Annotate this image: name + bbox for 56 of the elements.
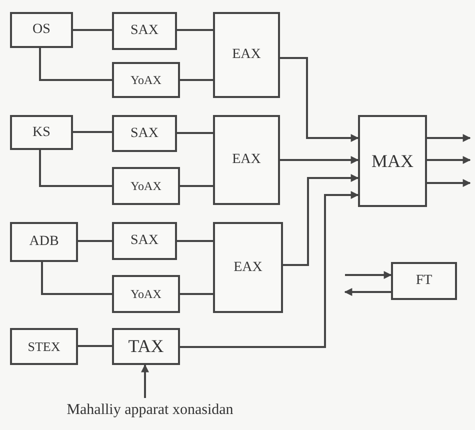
block-label: OS [32, 22, 50, 38]
connector-line [39, 150, 112, 187]
connector-line [180, 185, 213, 187]
block-box [112, 115, 177, 152]
block-label: SAX [130, 126, 158, 142]
block-box [391, 262, 457, 300]
block-label: STEX [28, 338, 60, 354]
block-box [213, 222, 283, 313]
connector-line [78, 345, 112, 347]
arrow [427, 134, 471, 142]
block-label: SAX [130, 23, 158, 39]
block-box [10, 12, 73, 48]
block-box [10, 328, 78, 365]
block-label: SAX [130, 233, 158, 249]
connector-line [180, 79, 213, 81]
block-label: MAX [371, 150, 414, 172]
block-box [112, 12, 177, 50]
connector-line [39, 48, 112, 81]
block-box [112, 222, 177, 260]
arrow [280, 57, 359, 142]
block-label: FT [416, 273, 432, 289]
connector-line [177, 29, 213, 31]
block-box [358, 115, 427, 207]
arrow [427, 156, 471, 164]
arrow [345, 271, 392, 279]
block-box [112, 62, 180, 98]
block-label: TAX [128, 336, 164, 357]
arrow [141, 364, 149, 398]
block-box [10, 115, 73, 150]
block-box [112, 328, 180, 365]
block-label: ADB [29, 234, 59, 250]
block-label: EAX [232, 152, 261, 168]
block-box [112, 167, 180, 205]
block-box [213, 115, 280, 205]
arrow [180, 191, 359, 348]
connector-line [73, 29, 112, 31]
connector-line [73, 131, 112, 133]
arrow [427, 179, 471, 187]
block-label: Mahalliy apparat xonasidan [66, 402, 234, 418]
arrow [283, 174, 359, 266]
block-label: YoAX [130, 178, 162, 194]
connector-line [180, 293, 213, 295]
block-label: EAX [234, 260, 262, 276]
arrow [344, 288, 391, 296]
block-box [112, 275, 180, 313]
block-label: EAX [232, 47, 261, 63]
block-box [10, 222, 78, 262]
connector-line [78, 240, 112, 242]
block-label: KS [32, 124, 50, 140]
arrow [280, 156, 359, 164]
block-box [213, 12, 280, 98]
connector-line [177, 240, 213, 242]
connector-line [177, 132, 213, 134]
connector-line [41, 262, 112, 295]
block-label: YoAX [130, 286, 162, 302]
block-label: YoAX [130, 72, 162, 88]
